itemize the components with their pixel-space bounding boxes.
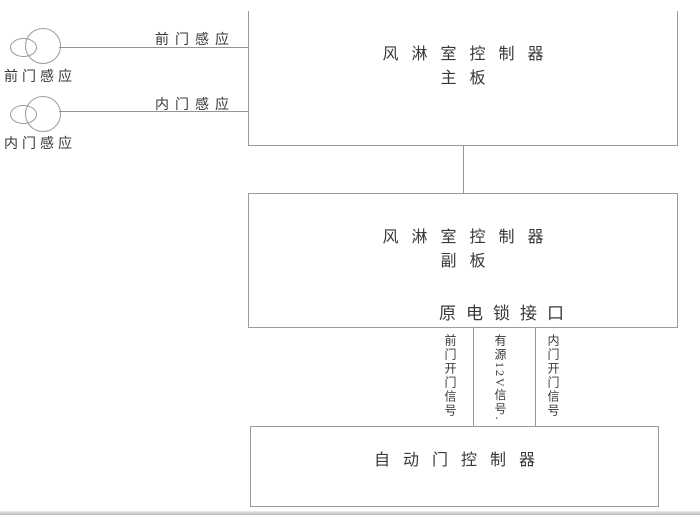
- sensor-circle-icon: [25, 96, 61, 132]
- front-door-signal-label: 前门开门信号: [443, 334, 457, 418]
- front-door-wire-label: 前门感应: [155, 33, 235, 48]
- main-board-title: 风淋室控制器: [382, 46, 557, 63]
- main-board-box: 风淋室控制器 主板: [248, 11, 678, 146]
- inner-door-sensor-wire: [59, 111, 248, 112]
- front-door-sensor-wire: [59, 47, 248, 48]
- main-board-subtitle: 主板: [440, 70, 499, 87]
- power-12v-signal-label: 有源12V信号.: [493, 334, 507, 422]
- front-door-signal-wire: [473, 328, 474, 426]
- sensor-circle-icon: [25, 28, 61, 64]
- sub-board-subtitle: 副板: [440, 253, 499, 270]
- front-door-sensor-label: 前门感应: [4, 70, 76, 85]
- sub-board-title: 风淋室控制器: [382, 229, 557, 246]
- inner-door-sensor-label: 内门感应: [4, 137, 76, 152]
- board-connector-wire: [463, 146, 464, 193]
- sub-board-box: 风淋室控制器 副板 原电锁接口: [248, 193, 678, 328]
- door-controller-title: 自动门控制器: [373, 452, 548, 469]
- lock-port-label: 原电锁接口: [439, 304, 574, 323]
- window-bottom-edge: [0, 511, 700, 515]
- inner-door-signal-label: 内门开门信号: [546, 334, 560, 418]
- inner-door-signal-wire: [535, 328, 536, 426]
- inner-door-wire-label: 内门感应: [155, 98, 235, 113]
- door-controller-box: 自动门控制器: [250, 426, 659, 507]
